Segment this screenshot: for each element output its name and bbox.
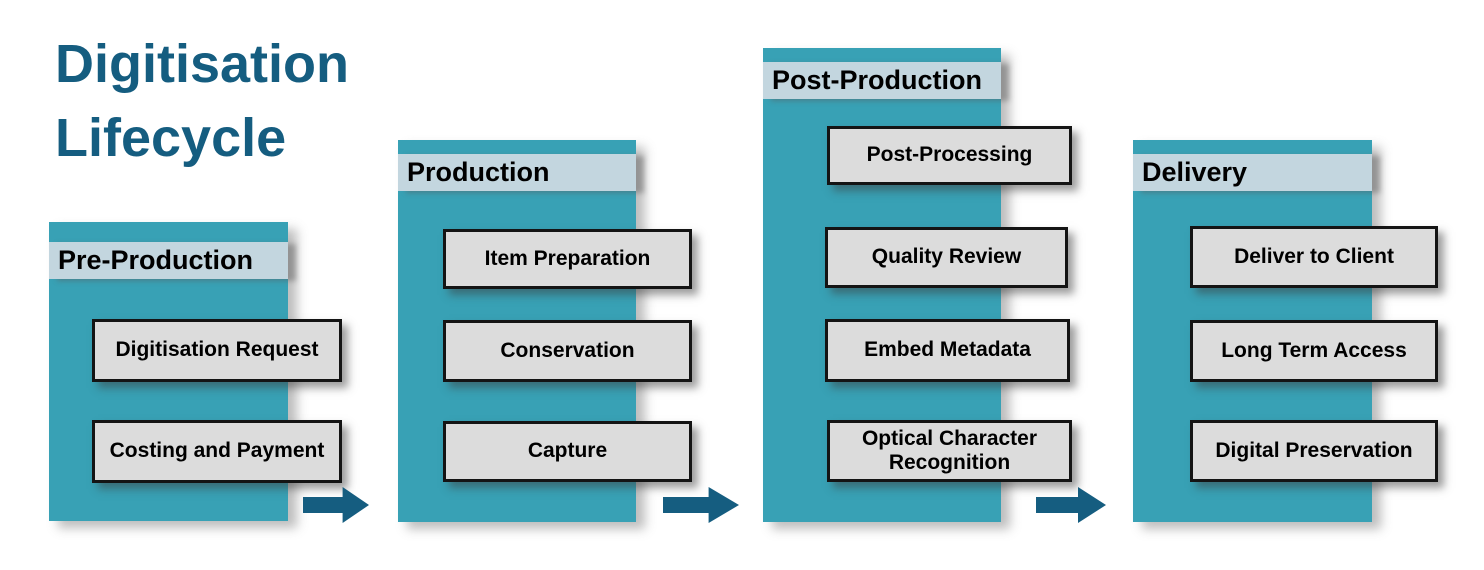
flow-arrow-icon	[663, 487, 739, 523]
step-label: Embed Metadata	[864, 338, 1031, 362]
step-conservation: Conservation	[443, 320, 692, 382]
stage-header-pre-production: Pre-Production	[49, 242, 288, 279]
step-optical-character-recognition: Optical Character Recognition	[827, 420, 1072, 482]
stage-title: Post-Production	[772, 65, 982, 95]
step-long-term-access: Long Term Access	[1190, 320, 1438, 382]
step-label: Item Preparation	[484, 246, 651, 270]
step-embed-metadata: Embed Metadata	[825, 319, 1070, 382]
step-label: Long Term Access	[1221, 338, 1407, 362]
step-label: Quality Review	[871, 245, 1022, 269]
step-digital-preservation: Digital Preservation	[1190, 420, 1438, 482]
step-label: Conservation	[500, 338, 635, 362]
step-label: Capture	[527, 439, 608, 463]
stage-post-production: Post-Production Post-Processing Quality …	[763, 48, 1072, 522]
step-label: Post-Processing	[866, 143, 1033, 167]
step-label: Digitisation Request	[115, 338, 319, 362]
stage-pre-production: Pre-Production Digitisation Request Cost…	[49, 222, 342, 521]
step-deliver-to-client: Deliver to Client	[1190, 226, 1438, 288]
step-label: Optical Character Recognition	[861, 426, 1038, 474]
diagram-title-line-2: Lifecycle	[55, 107, 287, 168]
step-item-preparation: Item Preparation	[443, 229, 692, 289]
flow-arrow-icon	[303, 487, 369, 523]
stage-title: Pre-Production	[58, 245, 254, 275]
step-label: Costing and Payment	[109, 439, 325, 463]
step-capture: Capture	[443, 421, 692, 482]
step-label: Digital Preservation	[1215, 438, 1413, 462]
diagram-title: Digitisation Lifecycle	[55, 28, 349, 176]
stage-title: Production	[407, 157, 550, 187]
diagram-title-line-1: Digitisation	[55, 34, 349, 94]
stage-delivery: Delivery Deliver to Client Long Term Acc…	[1133, 140, 1438, 522]
stage-header-delivery: Delivery	[1133, 154, 1372, 191]
stage-production: Production Item Preparation Conservation…	[398, 140, 692, 522]
stage-header-production: Production	[398, 154, 636, 191]
step-quality-review: Quality Review	[825, 227, 1068, 288]
step-post-processing: Post-Processing	[827, 126, 1072, 185]
flow-arrow-icon	[1036, 487, 1106, 523]
stage-header-post-production: Post-Production	[763, 62, 1001, 99]
step-digitisation-request: Digitisation Request	[92, 319, 342, 382]
step-label: Deliver to Client	[1234, 244, 1394, 268]
stage-title: Delivery	[1142, 157, 1248, 187]
step-costing-and-payment: Costing and Payment	[92, 420, 342, 483]
